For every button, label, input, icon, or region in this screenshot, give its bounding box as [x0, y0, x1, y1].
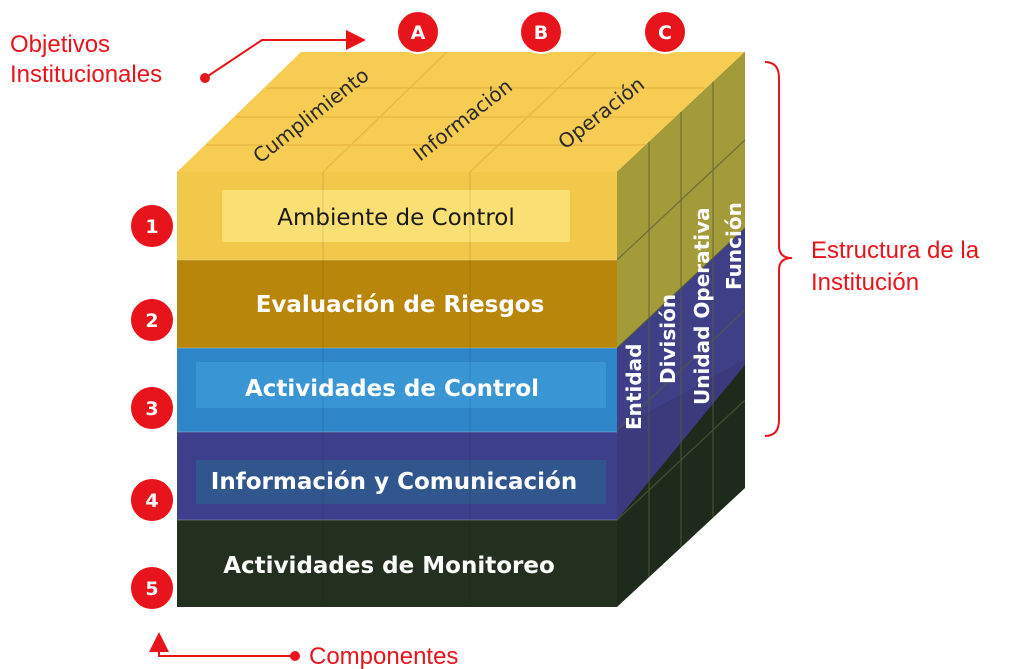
badge-2-number: 2	[145, 310, 158, 332]
badge-b-letter: B	[534, 22, 548, 44]
layer-4-label: Información y Comunicación	[211, 469, 577, 495]
layer-5-bg	[177, 520, 617, 607]
cube-top-face	[177, 51, 745, 173]
badge-3-number: 3	[145, 398, 158, 420]
layer-2-bg	[177, 260, 617, 348]
badge-a: A	[396, 10, 440, 54]
layer-1-label: Ambiente de Control	[277, 205, 515, 231]
cube-right-face	[616, 52, 746, 607]
badge-c: C	[643, 10, 687, 54]
objetivos-label-line1: Objetivos	[10, 31, 110, 58]
layer-5-label: Actividades de Monitoreo	[223, 553, 555, 579]
badge-4: 4	[129, 477, 175, 523]
componentes-label: Componentes	[309, 643, 458, 669]
badge-5: 5	[129, 565, 175, 611]
objetivos-arrow	[200, 30, 366, 83]
structure-funcion: Función	[722, 202, 746, 290]
badge-5-number: 5	[145, 578, 158, 600]
structure-division: División	[656, 294, 680, 384]
cube-front-face: Ambiente de Control Evaluación de Riesgo…	[177, 172, 617, 607]
structure-entidad: Entidad	[622, 344, 646, 430]
badge-1: 1	[129, 203, 175, 249]
estructura-bracket	[764, 61, 793, 437]
badge-a-letter: A	[411, 22, 426, 44]
structure-unidad: Unidad Operativa	[690, 207, 714, 405]
estructura-label-line1: Estructura de la	[811, 237, 980, 264]
objetivos-label-line2: Institucionales	[10, 61, 162, 88]
badge-3: 3	[129, 385, 175, 431]
badge-1-number: 1	[145, 216, 158, 238]
layer-3-label: Actividades de Control	[245, 376, 539, 402]
badge-c-letter: C	[658, 22, 672, 44]
estructura-label-line2: Institución	[811, 269, 919, 296]
badge-b: B	[519, 10, 563, 54]
badge-2: 2	[129, 297, 175, 343]
componentes-arrow	[149, 632, 300, 661]
layer-2-label: Evaluación de Riesgos	[256, 292, 545, 318]
badge-4-number: 4	[145, 490, 158, 512]
